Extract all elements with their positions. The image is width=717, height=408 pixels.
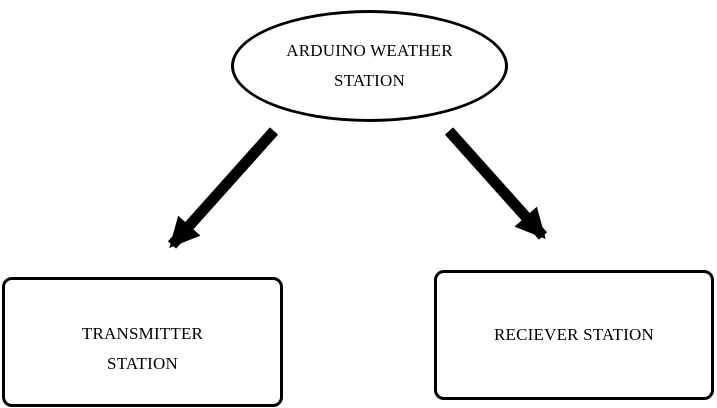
arrow-to-receiver — [444, 127, 548, 240]
node-label-line: STATION — [334, 71, 405, 90]
receiver-station-node: RECIEVER STATION — [434, 270, 714, 400]
node-label-line: RECIEVER STATION — [493, 325, 655, 344]
node-label-line: STATION — [107, 354, 178, 373]
arduino-weather-station-label: ARDUINO WEATHER STATION — [286, 36, 453, 96]
arrow-to-transmitter — [167, 127, 279, 249]
node-label-line: TRANSMITTER — [81, 324, 204, 343]
transmitter-station-node: TRANSMITTER STATION — [2, 277, 283, 407]
arduino-weather-station-node: ARDUINO WEATHER STATION — [231, 10, 508, 122]
transmitter-station-label: TRANSMITTER STATION — [82, 319, 203, 379]
node-label-line: ARDUINO WEATHER — [286, 41, 453, 60]
receiver-station-label: RECIEVER STATION — [494, 320, 654, 350]
